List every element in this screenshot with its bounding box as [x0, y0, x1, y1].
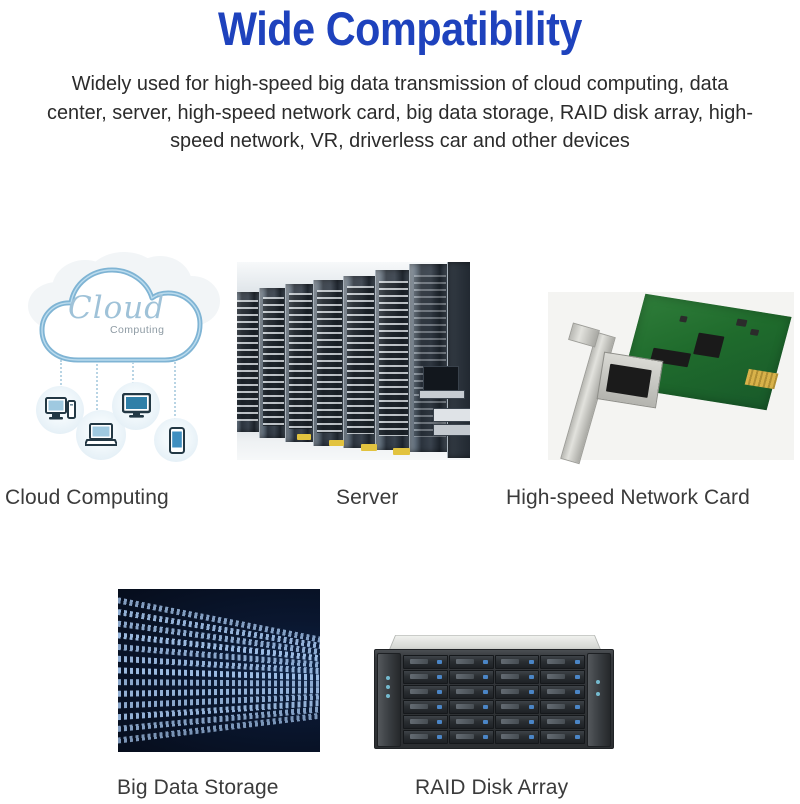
caption-server: Server: [336, 486, 399, 509]
drive-bay: [540, 670, 585, 684]
smd-component: [749, 328, 760, 336]
chassis-front: [374, 649, 614, 749]
server-rack: [375, 270, 410, 450]
smd-component: [679, 315, 688, 323]
bracket-tab: [568, 322, 600, 348]
drive-bay: [403, 685, 448, 699]
laptop-on-rack: [423, 366, 459, 392]
status-led: [386, 676, 390, 680]
drive-bay: [403, 730, 448, 744]
rack-equipment: [433, 408, 470, 422]
drive-bay: [403, 670, 448, 684]
drive-bay: [540, 655, 585, 669]
drive-bay: [448, 730, 494, 744]
caption-big-data-storage: Big Data Storage: [117, 776, 279, 799]
server-rack: [343, 276, 376, 448]
drive-bay: [494, 655, 540, 669]
power-cable: [393, 448, 410, 455]
rack-equipment: [433, 424, 470, 436]
drive-bay: [403, 700, 448, 714]
pcie-network-interface-card-photo: [548, 292, 794, 465]
caption-cloud-computing: Cloud Computing: [5, 486, 169, 509]
caption-network-card: High-speed Network Card: [506, 486, 750, 509]
data-center-server-racks-photo: [237, 262, 470, 460]
status-led: [386, 694, 390, 698]
drive-bay: [494, 715, 540, 729]
drive-bay: [448, 715, 494, 729]
caption-raid-disk-array: RAID Disk Array: [415, 776, 569, 799]
status-led: [596, 680, 600, 684]
rack-ear-left: [377, 653, 401, 747]
laptop-icon: [85, 423, 117, 446]
device-bubble-smartphone: [154, 418, 198, 462]
drive-bay: [540, 715, 585, 729]
power-cable: [361, 444, 377, 451]
cloud-script-label: Cloud: [68, 290, 166, 326]
streaming-code-data-photo: [118, 589, 320, 752]
drive-bay: [448, 685, 494, 699]
page-title: Wide Compatibility: [218, 2, 582, 55]
server-rack: [259, 288, 286, 438]
status-led: [386, 685, 390, 689]
drive-bay: [494, 700, 540, 714]
drive-bay-grid: [403, 655, 585, 744]
rack-ear-right: [587, 653, 611, 747]
connector-line: [174, 358, 176, 420]
pcie-gold-connector: [744, 368, 779, 390]
power-cable: [297, 434, 311, 440]
rj45-opening: [605, 363, 652, 398]
cloud-sub-label: Computing: [110, 324, 165, 336]
device-bubble-monitor: [112, 382, 160, 430]
code-stream-canvas: [118, 589, 320, 752]
smartphone-icon: [169, 427, 185, 454]
status-led: [596, 692, 600, 696]
desktop-computer-icon: [45, 397, 76, 420]
monitor-icon: [122, 393, 151, 418]
server-rack: [313, 280, 344, 446]
device-bubble-desktop-computer: [36, 386, 84, 434]
drive-bay: [494, 670, 540, 684]
connector-line: [96, 364, 98, 410]
drive-bay: [448, 700, 494, 714]
cloud-computing-illustration: Cloud Computing: [24, 252, 220, 462]
laptop-keyboard: [419, 390, 465, 399]
drive-bay: [494, 730, 540, 744]
server-rack: [237, 292, 260, 432]
cloud-outline-icon: [39, 267, 203, 363]
drive-bay: [448, 670, 494, 684]
power-cable: [329, 440, 344, 446]
rackmount-raid-chassis-photo: [366, 629, 620, 752]
drive-bay: [540, 700, 585, 714]
rj45-port: [596, 351, 664, 409]
server-rack: [285, 284, 314, 442]
connector-line: [132, 362, 134, 384]
drive-bay: [540, 730, 585, 744]
drive-bay: [403, 715, 448, 729]
page-description: Widely used for high-speed big data tran…: [47, 72, 753, 152]
drive-bay: [403, 655, 448, 669]
smd-component: [735, 318, 748, 327]
controller-chip: [693, 332, 725, 359]
connector-line: [60, 360, 62, 388]
drive-bay: [540, 685, 585, 699]
drive-bay: [448, 655, 494, 669]
drive-bay: [494, 685, 540, 699]
